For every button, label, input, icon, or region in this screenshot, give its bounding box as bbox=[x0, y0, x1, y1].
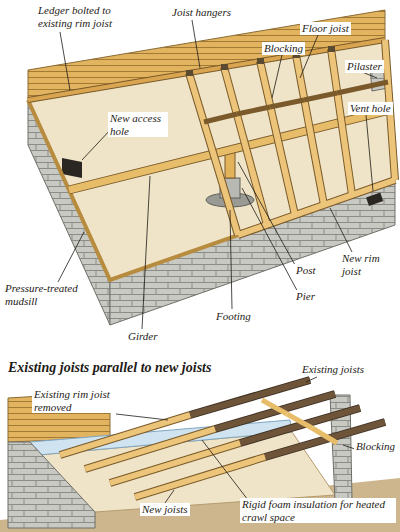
floor-joists bbox=[189, 40, 395, 235]
block-wall bbox=[110, 180, 395, 325]
callout-label: Vent hole bbox=[348, 102, 393, 115]
blocking bbox=[262, 400, 337, 443]
callout-label: Blocking bbox=[354, 440, 397, 453]
callout-label: Post bbox=[294, 264, 318, 277]
callout-label: Floor joist bbox=[300, 22, 351, 35]
callout-label: Existing rim joist removed bbox=[32, 388, 116, 413]
block-wall bbox=[8, 442, 95, 528]
access-hole bbox=[62, 158, 82, 178]
vent-hole bbox=[366, 193, 383, 206]
new-joists bbox=[60, 415, 265, 497]
callout-label: Joist hangers bbox=[170, 6, 233, 19]
callout-label: Pressure-treated mudsill bbox=[3, 282, 81, 307]
callout-label: Ledger bolted to existing rim joist bbox=[36, 4, 132, 29]
joist-hangers bbox=[186, 46, 335, 76]
callout-label: Footing bbox=[214, 310, 253, 323]
callout-label: Pilaster bbox=[345, 60, 384, 73]
callout-label: Girder bbox=[126, 330, 160, 343]
floor-joists bbox=[189, 40, 395, 235]
callout-label: Existing joists bbox=[300, 363, 366, 376]
section-heading: Existing joists parallel to new joists bbox=[6, 360, 213, 377]
callout-label: Pier bbox=[294, 290, 317, 303]
callout-label: New joists bbox=[140, 503, 190, 516]
callout-label: Blocking bbox=[262, 42, 305, 55]
callout-label: New access hole bbox=[108, 112, 168, 137]
callout-label: New rim joist bbox=[340, 252, 396, 277]
leader-lines bbox=[58, 20, 377, 503]
callout-label: Rigid foam insulation for heated crawl s… bbox=[240, 498, 396, 523]
new-joists bbox=[60, 415, 265, 497]
